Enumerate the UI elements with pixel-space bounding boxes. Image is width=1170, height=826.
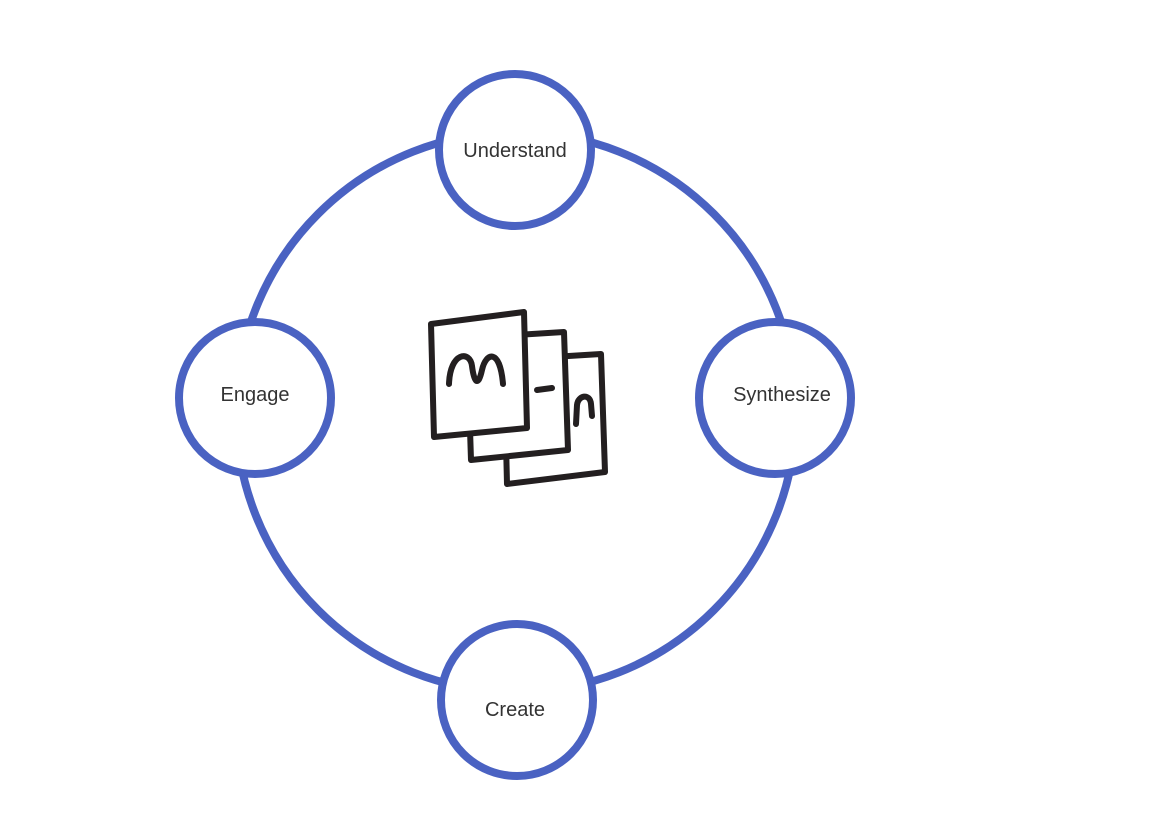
node-engage[interactable]: Engage bbox=[175, 318, 335, 478]
node-engage-circle bbox=[175, 318, 335, 478]
node-understand[interactable]: Understand bbox=[435, 70, 595, 230]
node-understand-label: Understand bbox=[463, 140, 566, 162]
node-create-circle bbox=[437, 620, 597, 780]
node-create[interactable]: Create bbox=[437, 620, 597, 780]
node-understand-circle bbox=[435, 70, 595, 230]
node-engage-label: Engage bbox=[221, 384, 290, 406]
node-synthesize-circle bbox=[695, 318, 855, 478]
node-synthesize[interactable]: Synthesize bbox=[695, 318, 855, 478]
stacked-cards-sketch-icon bbox=[428, 309, 608, 487]
node-create-label: Create bbox=[485, 699, 545, 721]
node-synthesize-label: Synthesize bbox=[733, 384, 831, 406]
